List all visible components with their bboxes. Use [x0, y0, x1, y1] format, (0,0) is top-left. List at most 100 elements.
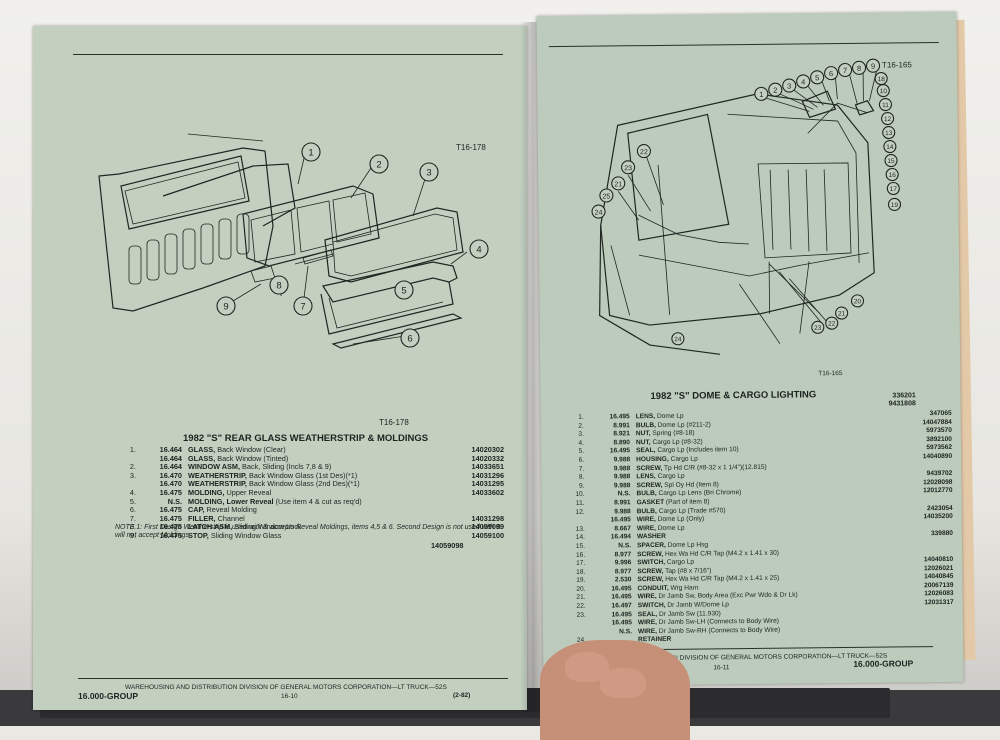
part-name: SCREW,: [637, 576, 663, 583]
part-detail: Wrg Harn: [669, 584, 699, 591]
item-number: 20.: [562, 586, 588, 595]
item-number: 3.: [113, 472, 139, 481]
callout-3-label: 3: [426, 168, 431, 179]
group-number: 2.530: [588, 577, 634, 586]
right-page: T16-165: [537, 12, 964, 686]
part-detail: Dome Lp (#211-2): [656, 421, 711, 429]
part-name: SWITCH,: [638, 602, 666, 609]
group-number: 8.921: [587, 430, 633, 439]
callout-7-label: 7: [843, 66, 847, 75]
item-number: 9.: [561, 482, 587, 491]
part-number: 347065: [879, 410, 955, 419]
callout-12-label: 12: [884, 116, 892, 123]
finger: [600, 668, 646, 698]
callout-17-label: 17: [890, 186, 898, 193]
callout-24-left-label: 24: [595, 210, 603, 217]
item-number: 1.: [113, 446, 139, 455]
item-number: [562, 517, 588, 526]
left-page: T16-178: [33, 26, 527, 710]
part-name: WIRE,: [638, 593, 657, 600]
callout-4-label: 4: [801, 77, 805, 86]
item-number: 10.: [561, 491, 587, 500]
callout-9-label: 9: [871, 62, 875, 71]
figure-id-bottom: T16-178: [379, 418, 409, 427]
part-name: LENS,: [636, 473, 655, 480]
item-number: 17.: [562, 560, 588, 569]
item-number: 23.: [563, 611, 589, 620]
top-part-2: 9431808: [889, 401, 916, 410]
group-number: 9.988: [587, 456, 633, 465]
item-number: 1.: [561, 414, 587, 423]
part-name: HOUSING,: [636, 456, 669, 463]
footer-division: WAREHOUSING AND DISTRIBUTION DIVISION OF…: [125, 684, 447, 691]
part-name: WASHER: [637, 533, 666, 540]
extra-part-number: 14059098: [431, 541, 463, 550]
part-number: 339880: [880, 530, 956, 539]
group-number: N.S.: [588, 542, 634, 551]
part-detail: Tp Hd C/R (#8-32 x 1 1/4")(12.815): [662, 463, 767, 471]
part-detail: Hex Wa Hd C/R Tap (M4.2 x 1.41 x 30): [663, 549, 779, 557]
part-name: SEAL,: [636, 447, 655, 454]
item-number: 22.: [563, 603, 589, 612]
callout-2-label: 2: [773, 86, 777, 95]
callout-6-label: 6: [829, 69, 833, 78]
part-name: WIRE,: [638, 628, 657, 635]
part-detail: Cargo Lp (#8-32): [651, 438, 703, 446]
part-name: WIRE,: [638, 619, 657, 626]
group-number: 8.991: [588, 499, 634, 508]
table-note: NOTE 1: First Design Weatherstrip is use…: [115, 524, 505, 541]
item-number: 5.: [561, 448, 587, 457]
figure-id-bottom: T16-165: [818, 370, 842, 377]
part-detail: Dr Jamb Sw (11.930): [657, 610, 721, 618]
item-number: 21.: [563, 594, 589, 603]
item-number: 14.: [562, 534, 588, 543]
part-detail: Cargo Lp: [669, 456, 698, 463]
part-name: SCREW,: [636, 464, 662, 471]
item-number: 11.: [562, 500, 588, 509]
part-name: BULB,: [636, 422, 656, 429]
diagram-callouts-side: 10 11 12 13 14 15 16 17 18 19: [875, 72, 900, 210]
part-detail: Dome Lp Hsg: [666, 541, 708, 548]
part-detail: Dr Jamb W/Dome Lp: [665, 601, 728, 609]
part-name: BULB,: [637, 508, 657, 515]
callout-16-label: 16: [889, 172, 897, 179]
callout-14-label: 14: [886, 144, 894, 151]
part-detail: Tap (#8 x 7/16"): [663, 567, 711, 575]
callout-21-label: 21: [838, 310, 846, 317]
part-name: SCREW,: [637, 550, 663, 557]
part-name: WIRE,: [637, 516, 656, 523]
item-number: 13.: [562, 525, 588, 534]
callout-22-label: 22: [828, 321, 836, 328]
part-name: LENS,: [636, 413, 655, 420]
part-number: 14040890: [879, 453, 955, 462]
item-number: 6.: [561, 457, 587, 466]
section-title: 1982 "S" DOME & CARGO LIGHTING: [650, 389, 816, 402]
footer-date: (2-82): [453, 692, 470, 699]
group-number: 16.495: [589, 619, 635, 628]
footer-group: 16.000-GROUP: [78, 691, 138, 701]
part-name: NUT,: [636, 439, 651, 446]
group-number: 9.996: [588, 559, 634, 568]
callout-1-label: 1: [308, 148, 313, 159]
footer-page-number: 16-11: [713, 664, 729, 671]
item-number: 3.: [561, 431, 587, 440]
part-detail: Dome Lp: [655, 413, 684, 420]
part-detail: Cargo Lp (Includes item 10): [655, 446, 738, 454]
footer-page-number: 16-10: [281, 693, 298, 700]
callout-15-label: 15: [887, 158, 895, 165]
group-number: 16.497: [589, 602, 635, 611]
callout-5-label: 5: [401, 286, 406, 297]
part-number: 12031317: [881, 599, 957, 608]
callout-9-label: 9: [223, 302, 228, 313]
callout-3-label: 3: [787, 82, 791, 91]
group-number: N.S.: [589, 628, 635, 637]
part-detail: Dr Jamb Sw-RH (Connects to Body Wire): [657, 627, 780, 635]
part-detail: Cargo Lp: [665, 559, 694, 566]
part-detail: Cargo Lp: [656, 473, 685, 480]
item-number: 2.: [561, 422, 587, 431]
item-number: 19.: [562, 577, 588, 586]
part-number: 14040810: [880, 556, 956, 565]
part-number: 14035200: [880, 513, 956, 522]
callout-23-left-label: 23: [624, 165, 632, 172]
